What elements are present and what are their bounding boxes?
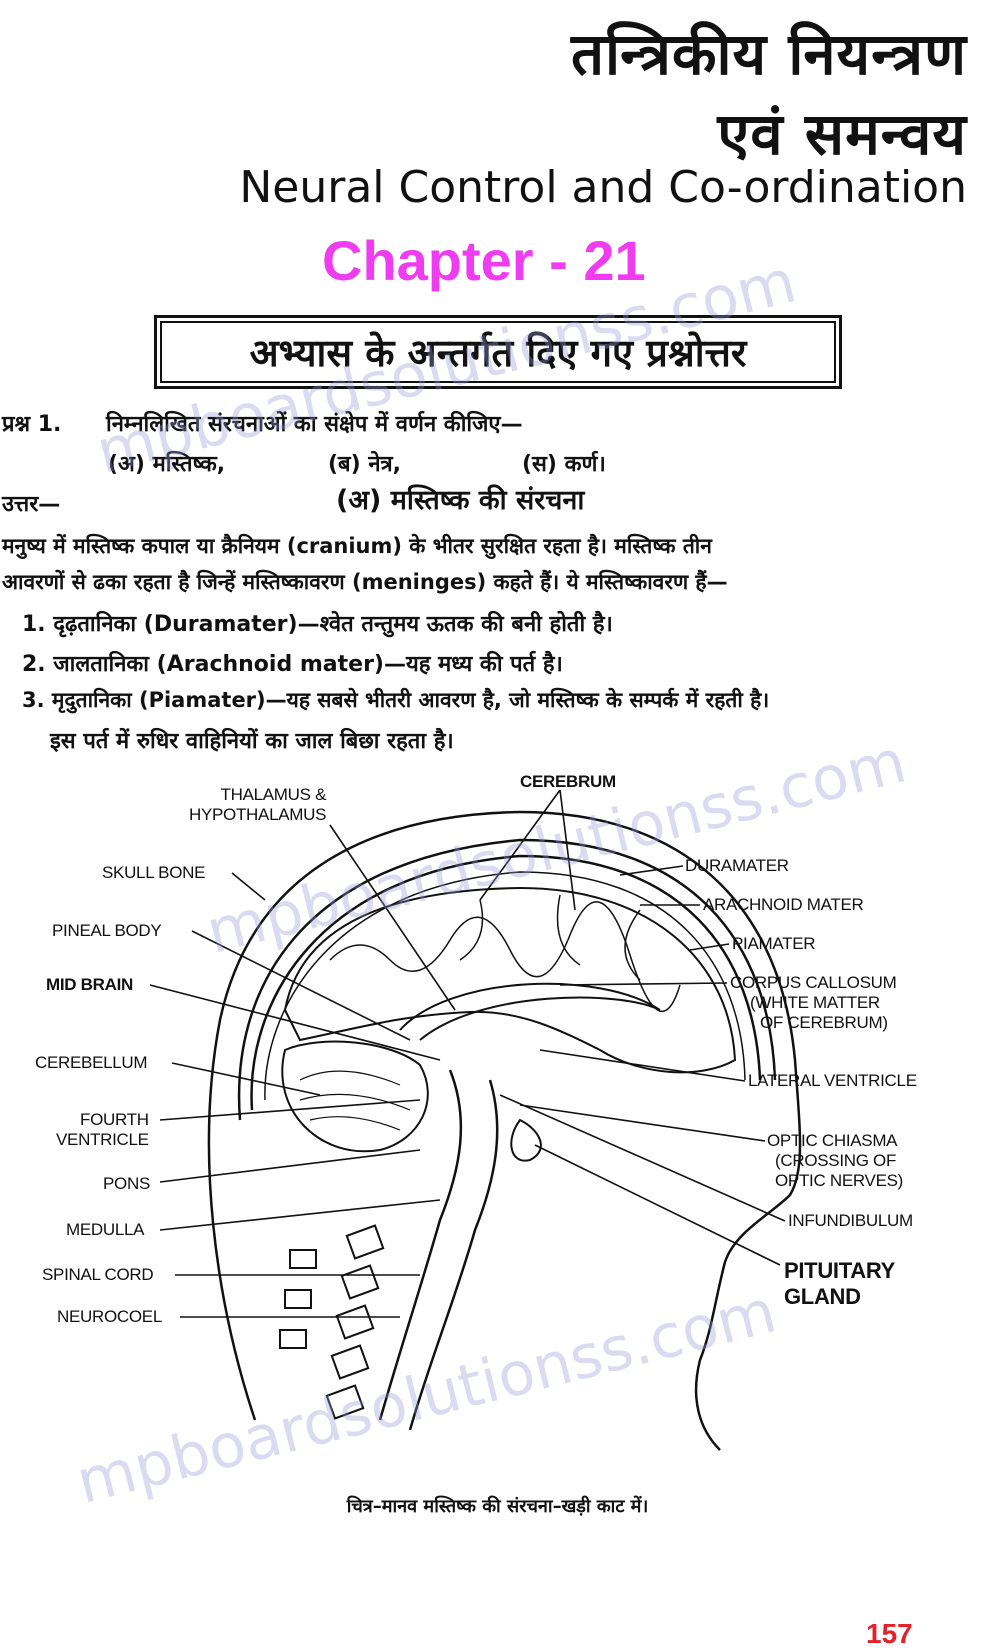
label-optic-chiasma-line2: (CROSSING OF: [775, 1151, 897, 1170]
answer-paragraph-line2: आवरणों से ढका रहता है जिन्हें मस्तिष्काव…: [2, 570, 728, 594]
meninges-item-3: 3. मृदुतानिका (Piamater)—यह सबसे भीतरी आ…: [22, 688, 770, 712]
question-option-b: (ब) नेत्र,: [328, 452, 402, 477]
label-piamater: PIAMATER: [732, 934, 816, 953]
label-lateral-ventricle: LATERAL VENTRICLE: [748, 1071, 917, 1090]
meninges-item-3-cont: इस पर्त में रुधिर वाहिनियों का जाल बिछा …: [50, 729, 454, 754]
label-thalamus-line1: THALAMUS &: [220, 785, 327, 804]
hindi-title-line1: तन्त्रिकीय नियन्त्रण: [571, 20, 967, 88]
label-mid-brain: MID BRAIN: [46, 975, 134, 994]
label-fourth-ventricle-line1: FOURTH: [80, 1110, 149, 1129]
label-corpus-callosum-line1: CORPUS CALLOSUM: [730, 973, 897, 992]
page-number: 157: [866, 1618, 913, 1649]
label-infundibulum: INFUNDIBULUM: [788, 1211, 913, 1230]
label-pituitary-line1: PITUITARY: [784, 1258, 895, 1283]
question-option-c: (स) कर्ण।: [522, 452, 606, 477]
figure-caption: चित्र–मानव मस्तिष्क की संरचना–खड़ी काट म…: [346, 1496, 649, 1517]
label-pituitary-line2: GLAND: [784, 1284, 861, 1309]
answer-heading: (अ) मस्तिष्क की संरचना: [336, 485, 585, 516]
label-skull-bone: SKULL BONE: [102, 863, 206, 882]
section-box: अभ्यास के अन्तर्गत दिए गए प्रश्नोत्तर: [154, 315, 842, 389]
answer-paragraph-line1: मनुष्य में मस्तिष्क कपाल या क्रैनियम (cr…: [2, 534, 712, 558]
label-spinal-cord: SPINAL CORD: [42, 1265, 154, 1284]
chapter-heading: Chapter - 21: [322, 229, 646, 292]
label-pineal-body: PINEAL BODY: [52, 921, 162, 940]
label-corpus-callosum-line3: OF CEREBRUM): [760, 1013, 888, 1032]
meninges-item-2: 2. जालतानिका (Arachnoid mater)—यह मध्य क…: [22, 652, 563, 677]
label-corpus-callosum-line2: (WHITE MATTER: [750, 993, 880, 1012]
label-neurocoel: NEUROCOEL: [57, 1307, 162, 1326]
question-label: प्रश्न 1.: [2, 412, 62, 437]
label-optic-chiasma-line3: OPTIC NERVES): [775, 1171, 904, 1190]
label-cerebrum: CEREBRUM: [520, 772, 616, 791]
label-fourth-ventricle-line2: VENTRICLE: [56, 1130, 149, 1149]
label-thalamus: THALAMUS &HYPOTHALAMUS: [189, 785, 326, 825]
label-pons: PONS: [103, 1174, 150, 1193]
label-duramater: DURAMATER: [685, 856, 789, 875]
english-title: Neural Control and Co-ordination: [239, 162, 967, 213]
question-option-a: (अ) मस्तिष्क,: [108, 452, 226, 477]
hindi-title-line2: एवं समन्वय: [717, 100, 967, 168]
label-thalamus-line2: HYPOTHALAMUS: [189, 805, 327, 824]
label-optic-chiasma-line1: OPTIC CHIASMA: [767, 1131, 898, 1150]
label-cerebellum: CEREBELLUM: [35, 1053, 148, 1072]
label-arachnoid-mater: ARACHNOID MATER: [703, 895, 864, 914]
question-text: निम्नलिखित संरचनाओं का संक्षेप में वर्णन…: [106, 412, 523, 437]
meninges-item-1: 1. दृढ़तानिका (Duramater)—श्वेत तन्तुमय …: [22, 612, 613, 637]
label-medulla: MEDULLA: [66, 1220, 145, 1239]
answer-label: उत्तर—: [2, 492, 61, 517]
